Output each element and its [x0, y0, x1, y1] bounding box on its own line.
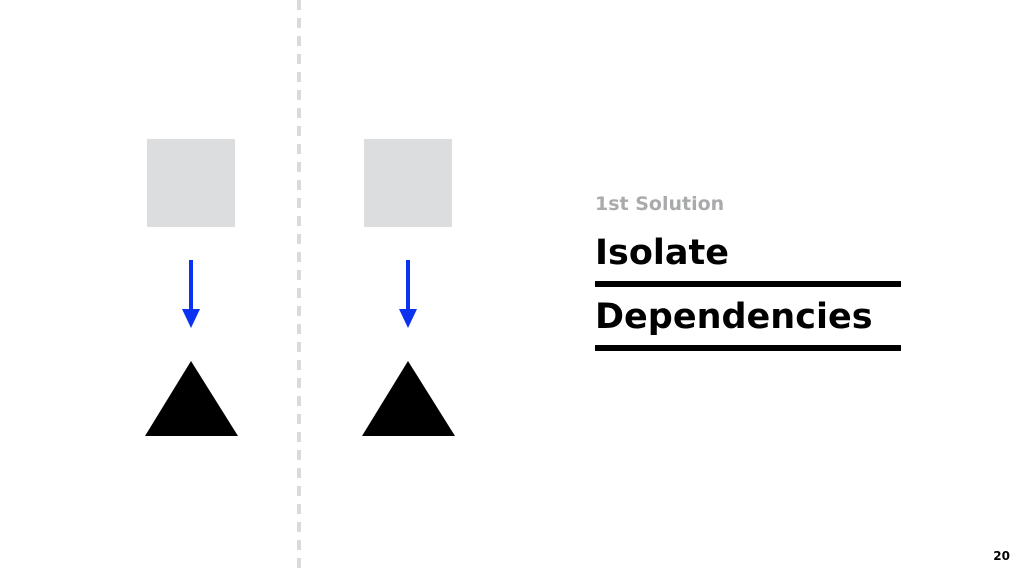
slide-subtitle: 1st Solution — [595, 193, 725, 215]
dashed-divider — [297, 0, 301, 576]
page-number: 20 — [993, 549, 1010, 563]
target-triangle — [145, 361, 238, 436]
target-triangle — [362, 361, 455, 436]
down-arrow-icon — [399, 260, 417, 328]
diagram-column-right — [362, 139, 455, 436]
title-underline-2 — [595, 345, 901, 351]
slide-title-line-2: Dependencies — [595, 297, 873, 337]
dependency-diagram — [145, 139, 455, 436]
source-square — [147, 139, 235, 227]
diagram-column-left — [145, 139, 238, 436]
title-underline-1 — [595, 281, 901, 287]
source-square — [364, 139, 452, 227]
down-arrow-icon — [182, 260, 200, 328]
slide-title-line-1: Isolate — [595, 233, 729, 273]
